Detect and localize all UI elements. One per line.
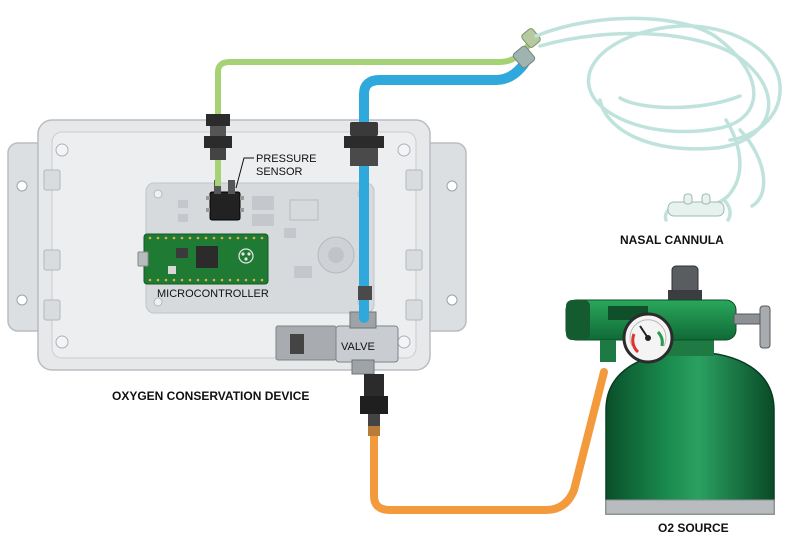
source-tube bbox=[374, 372, 604, 510]
nasal-cannula bbox=[536, 18, 780, 220]
cannula-connectors bbox=[512, 27, 541, 69]
o2-source-label: O2 SOURCE bbox=[658, 521, 729, 535]
source-fitting bbox=[360, 374, 388, 436]
pressure-sensor-label-2: SENSOR bbox=[256, 166, 303, 178]
microcontroller-label: MICROCONTROLLER bbox=[157, 288, 269, 300]
pressure-gauge-icon bbox=[624, 314, 672, 362]
microcontroller-board bbox=[138, 234, 268, 284]
device-label: OXYGEN CONSERVATION DEVICE bbox=[112, 389, 309, 403]
valve-label: VALVE bbox=[341, 341, 375, 353]
cannula-prongs bbox=[668, 194, 724, 216]
pressure-sensor-label: PRESSURE bbox=[256, 153, 317, 165]
nasal-cannula-label: NASAL CANNULA bbox=[620, 233, 724, 247]
